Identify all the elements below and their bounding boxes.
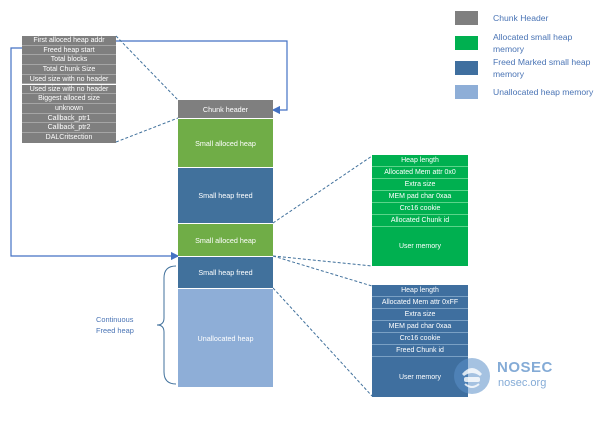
- freed-start-arrow: [10, 47, 180, 261]
- continuous-bracket: [156, 265, 177, 385]
- small-freed-block: Small heap freed: [178, 256, 273, 288]
- watermark-site: nosec.org: [498, 377, 547, 389]
- freed-field: Allocated Mem attr 0xFF: [372, 297, 468, 309]
- legend-swatch-unallocated: [455, 85, 478, 99]
- watermark-brand: NOSEC: [497, 359, 553, 376]
- first-alloced-arrow: [116, 40, 288, 115]
- freed-field: Extra size: [372, 309, 468, 321]
- header-field: Used size with no header: [22, 74, 116, 85]
- allocated-field: Extra size: [372, 179, 468, 191]
- legend-swatch-chunk-header: [455, 11, 478, 25]
- header-field: DALCritsection: [22, 133, 116, 143]
- header-field: Total Chunk Size: [22, 65, 116, 75]
- legend-label: Unallocated heap memory: [493, 87, 594, 97]
- header-field: Callback_ptr2: [22, 123, 116, 133]
- freed-field: Crc16 cookie: [372, 333, 468, 345]
- header-field: First alloced heap addr: [22, 36, 116, 46]
- header-field: Callback_ptr1: [22, 113, 116, 124]
- heap-header-table: First alloced heap addr Freed heap start…: [22, 36, 116, 143]
- header-field: Freed heap start: [22, 45, 116, 56]
- header-field: Total blocks: [22, 55, 116, 66]
- allocated-user-memory: User memory: [372, 227, 468, 266]
- legend-label: Chunk Header: [493, 13, 549, 23]
- allocated-field: Heap length: [372, 155, 468, 167]
- freed-field: Freed Chunk id: [372, 345, 468, 357]
- header-field: unknown: [22, 103, 116, 114]
- legend-label: Freed Marked small heap memory: [493, 57, 591, 79]
- allocated-field: Crc16 cookie: [372, 203, 468, 215]
- legend: Chunk Header Allocated small heap memory…: [455, 8, 613, 108]
- nosec-watermark: NOSEC nosec.org: [452, 356, 572, 396]
- allocated-field: Allocated Mem attr 0x0: [372, 167, 468, 179]
- small-alloced-block: Small alloced heap: [178, 223, 273, 256]
- freed-user-memory: User memory: [372, 357, 468, 397]
- continuous-freed-label: Continuous Freed heap: [96, 315, 134, 335]
- nosec-logo-icon: [454, 358, 490, 394]
- small-freed-block: Small heap freed: [178, 167, 273, 223]
- freed-chunk-table: Heap length Allocated Mem attr 0xFF Extr…: [372, 285, 468, 397]
- unallocated-block: Unallocated heap: [178, 288, 273, 387]
- header-field: Biggest alloced size: [22, 94, 116, 104]
- legend-swatch-allocated: [455, 36, 478, 50]
- allocated-field: MEM pad char 0xaa: [372, 191, 468, 203]
- allocated-field: Allocated Chunk id: [372, 215, 468, 227]
- heap-column: Chunk header Small alloced heap Small he…: [178, 100, 273, 387]
- freed-field: Heap length: [372, 285, 468, 297]
- chunk-header-block: Chunk header: [178, 100, 273, 118]
- legend-label: Allocated small heap memory: [493, 32, 573, 54]
- legend-swatch-freed: [455, 61, 478, 75]
- allocated-chunk-table: Heap length Allocated Mem attr 0x0 Extra…: [372, 155, 468, 266]
- freed-field: MEM pad char 0xaa: [372, 321, 468, 333]
- header-field: Used size with no header: [22, 84, 116, 95]
- small-alloced-block: Small alloced heap: [178, 118, 273, 167]
